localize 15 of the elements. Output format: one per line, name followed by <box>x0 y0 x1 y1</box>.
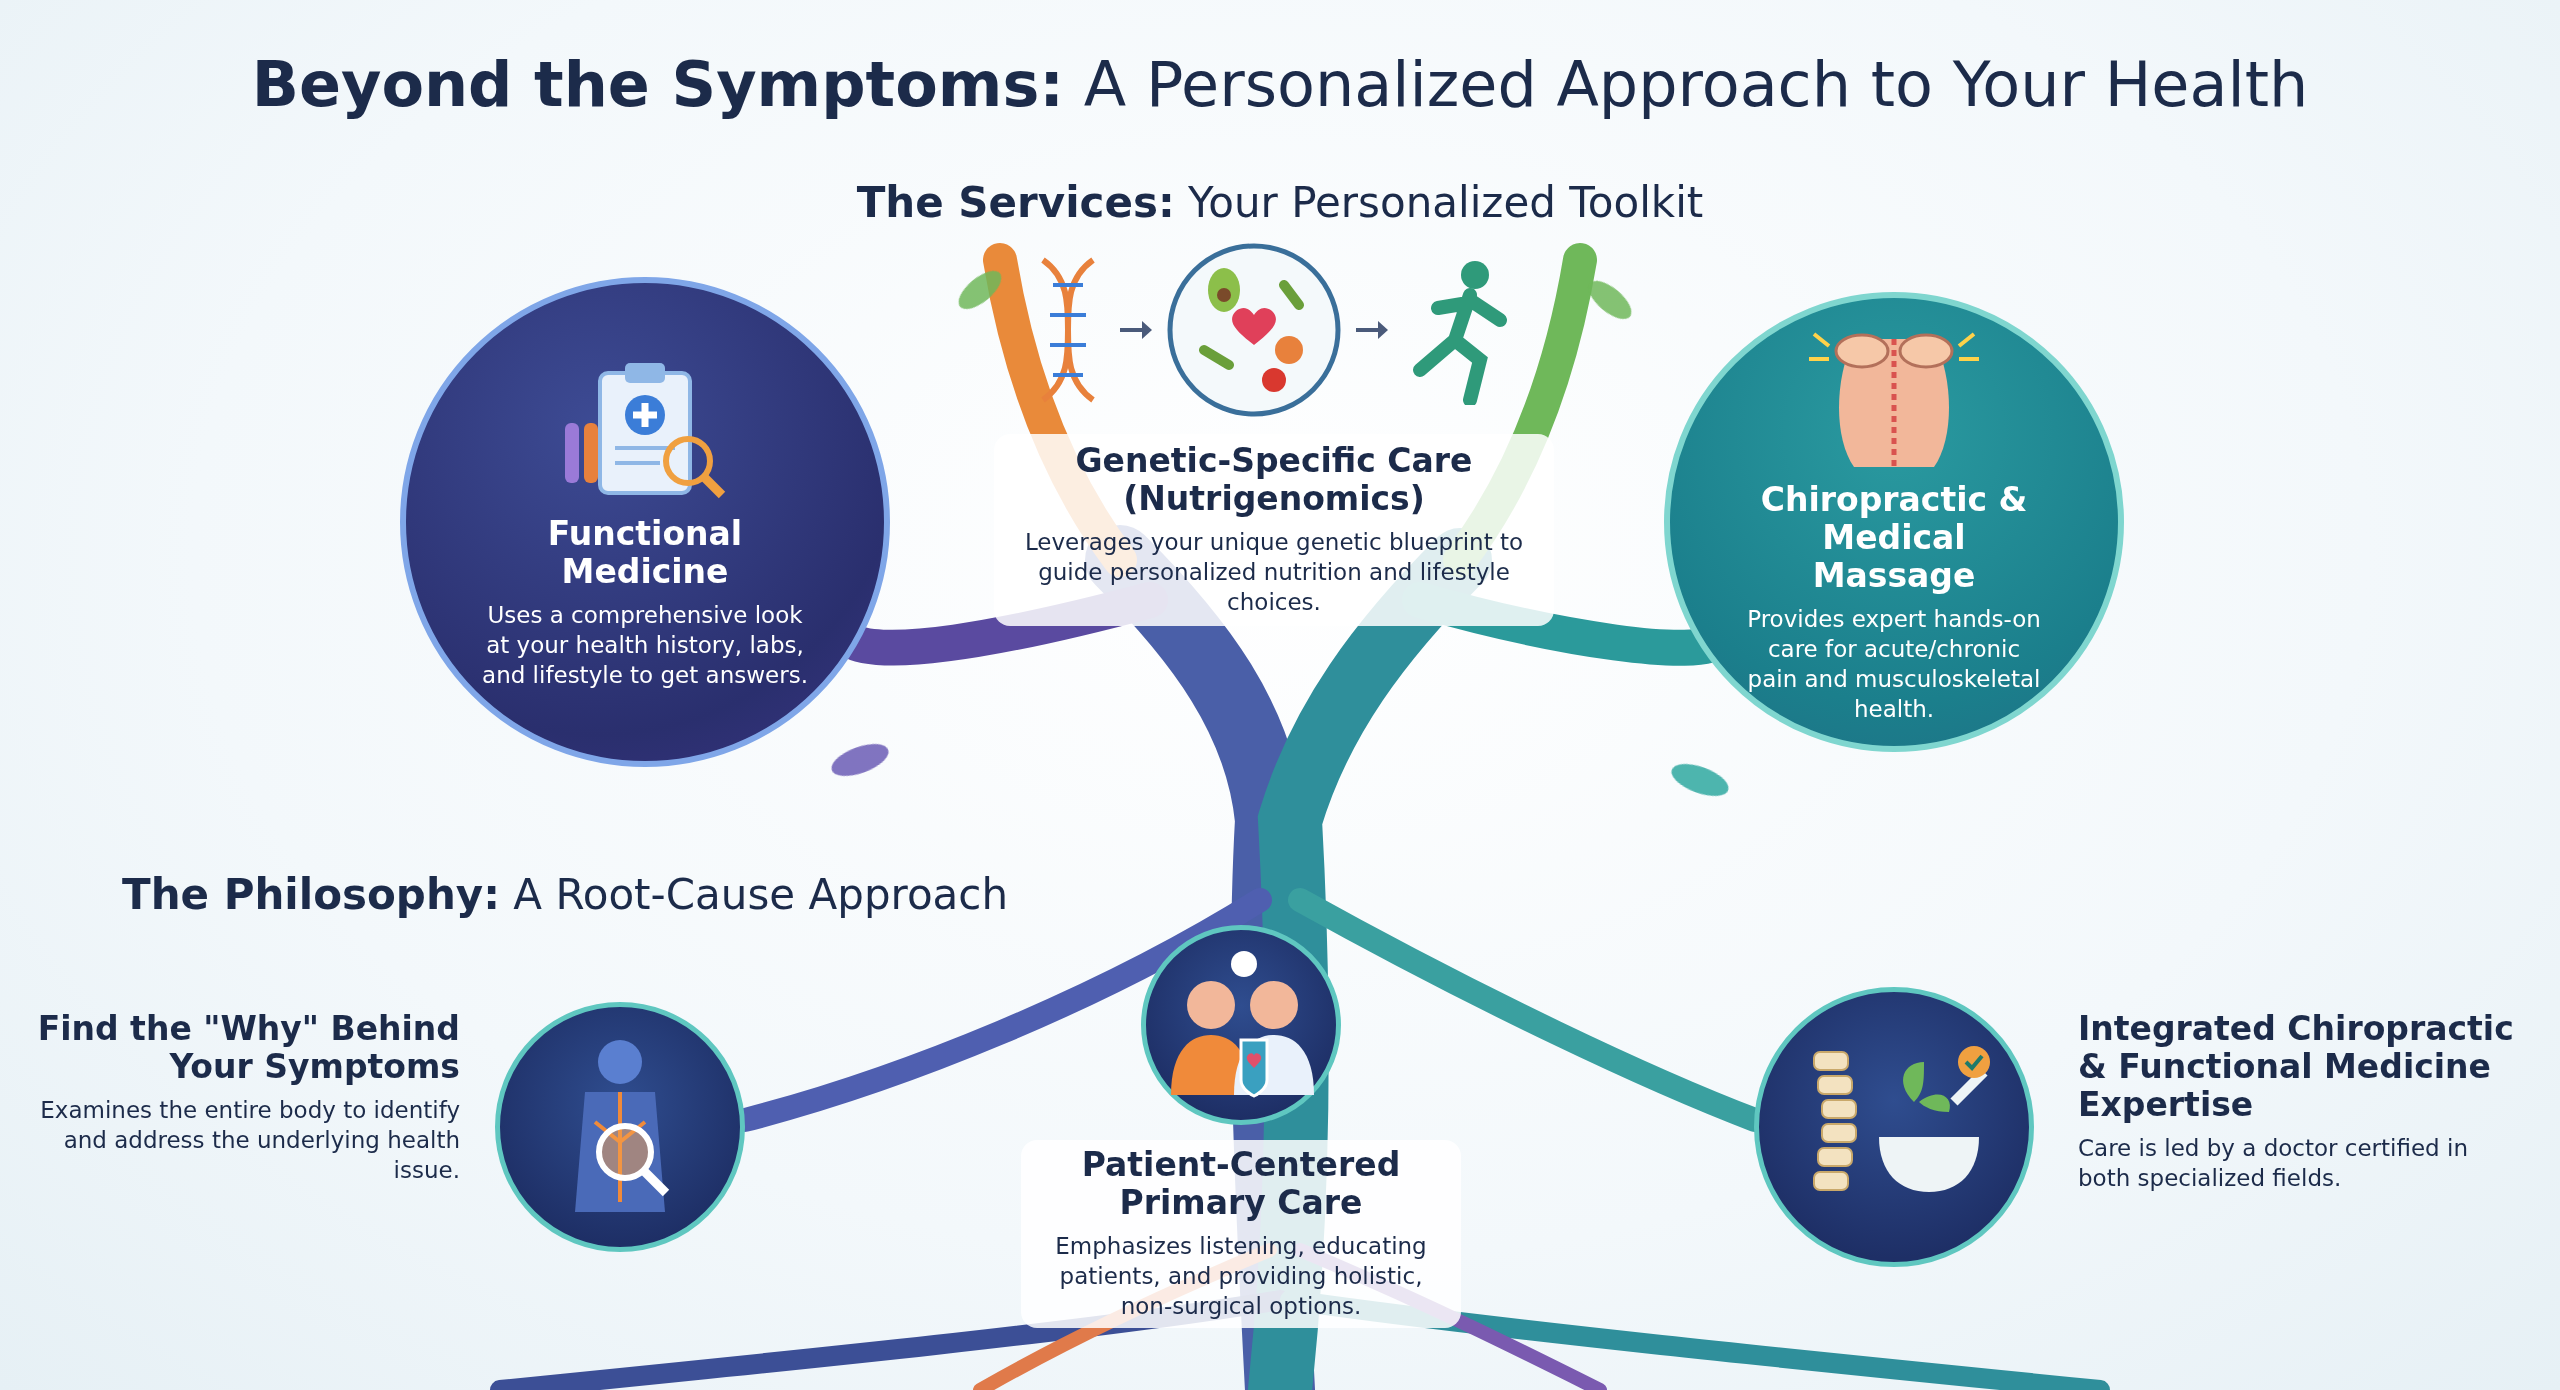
node-description: Emphasizes listening, educating patients, and providing holistic, non-surgical options. <box>1054 1231 1428 1321</box>
node-description: Examines the entire body to identify and address the underlying health issue. <box>39 1095 460 1185</box>
section-heading: The Services: Your Personalized Toolkit <box>855 178 1705 227</box>
section-heading: The Philosophy: A Root-Cause Approach <box>122 870 1009 919</box>
title: Beyond the Symptoms: A Personalized Approach to Your Health <box>250 48 2310 121</box>
node-description: Uses a comprehensive look at your health history, labs, and lifestyle to get answers. <box>481 601 809 690</box>
node-heading: Functional Medicine <box>546 515 744 592</box>
node-heading: Find the "Why" Behind Your Symptoms <box>36 1010 460 1086</box>
node-heading: Integrated Chiropractic & Functional Medicine Expertise <box>2078 1010 2515 1124</box>
node-heading: Chiropractic & Medical Massage <box>1759 481 2029 596</box>
node-heading: Patient-Centered Primary Care <box>1080 1146 1402 1222</box>
node-description: Care is led by a doctor certified in both specialized fields. <box>2078 1133 2469 1193</box>
node-description: Leverages your unique genetic blueprint to guide personalized nutrition and lifestyle choices. <box>1023 527 1525 617</box>
node-heading: Genetic-Specific Care (Nutrigenomics) <box>1074 442 1474 518</box>
node-description: Provides expert hands-on care for acute/chronic pain and musculoskeletal health. <box>1746 605 2042 724</box>
